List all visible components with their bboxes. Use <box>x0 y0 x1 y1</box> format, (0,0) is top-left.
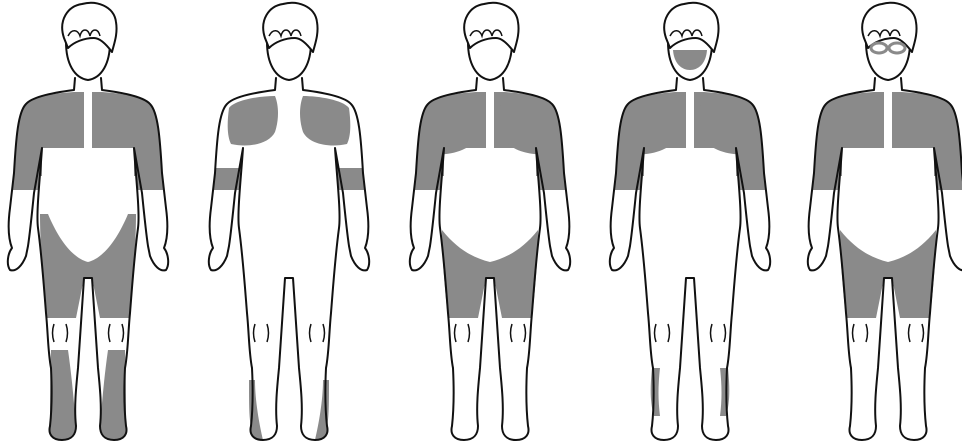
figure-2 <box>209 3 369 440</box>
figure-1 <box>8 3 168 440</box>
figure-5 <box>808 3 962 440</box>
figure-4 <box>610 3 770 440</box>
figure-3 <box>410 3 570 440</box>
shaded-lower-legs <box>50 350 127 440</box>
